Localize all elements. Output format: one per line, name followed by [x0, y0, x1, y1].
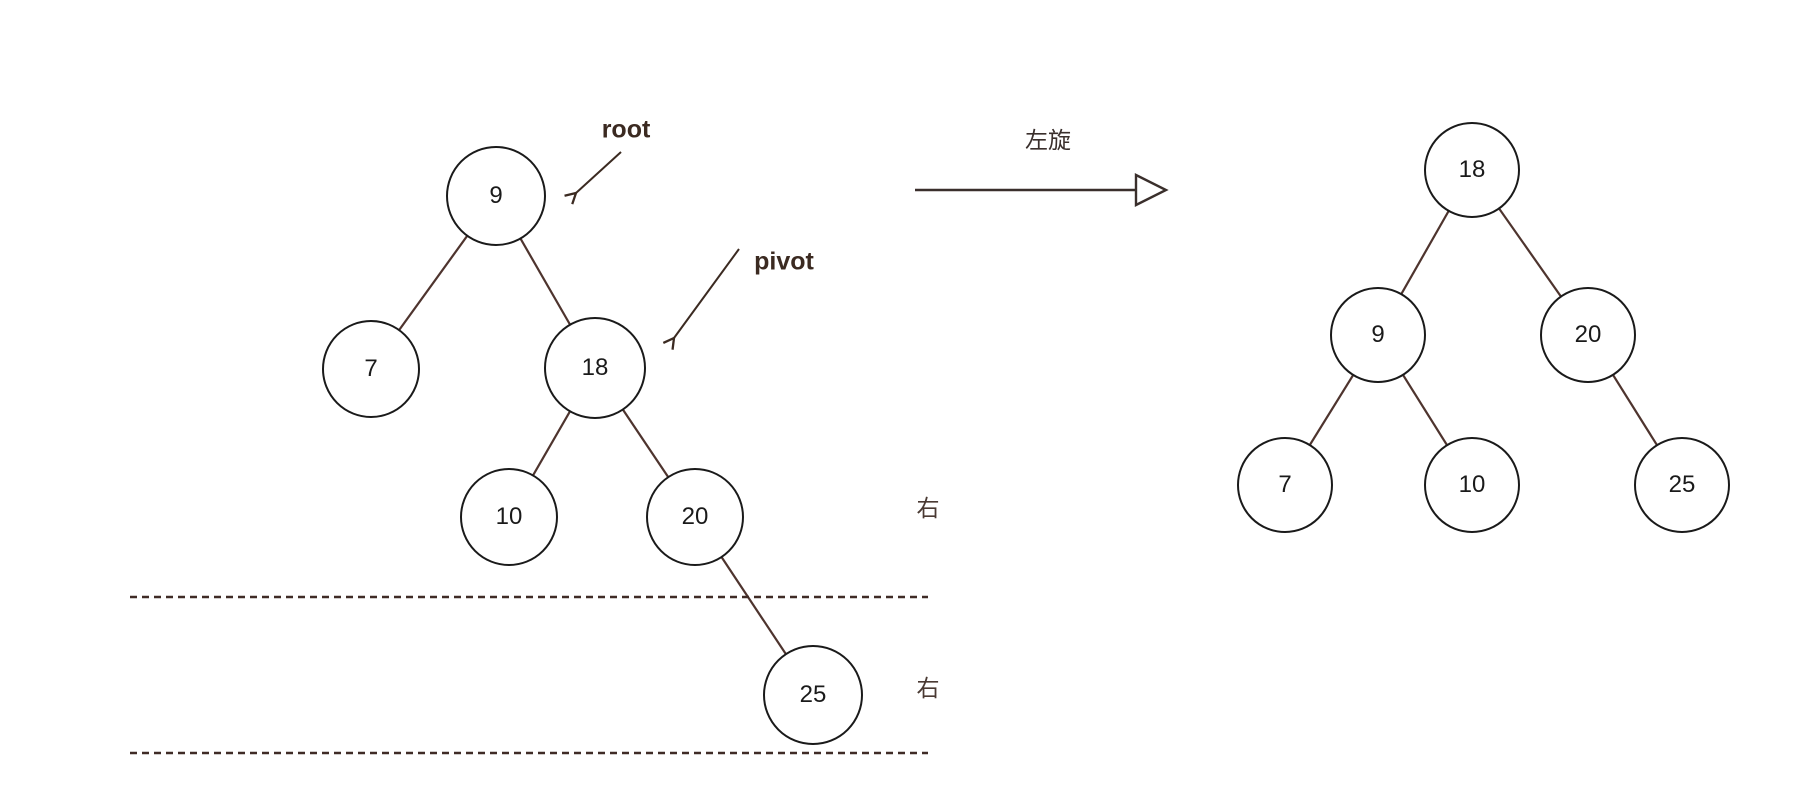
- node-before-20-value: 20: [681, 503, 709, 530]
- node-before-9: 9: [446, 146, 546, 246]
- right-label-lower: 右: [916, 675, 940, 701]
- root-label: root: [601, 115, 651, 144]
- node-before-25-value: 25: [799, 681, 827, 708]
- node-before-18: 18: [544, 317, 646, 419]
- node-after-10-value: 10: [1458, 471, 1486, 498]
- node-after-7: 7: [1237, 437, 1333, 533]
- right-label-upper: 右: [916, 495, 940, 521]
- pivot-label: pivot: [754, 247, 814, 276]
- node-after-20-value: 20: [1574, 321, 1602, 348]
- root-arrow: [576, 151, 622, 193]
- tree-before-edges: [370, 195, 814, 696]
- node-before-10-value: 10: [495, 503, 523, 530]
- rotation-arrow: [915, 173, 1169, 207]
- pivot-arrow: [674, 248, 740, 338]
- node-after-25: 25: [1634, 437, 1730, 533]
- rotation-label: 左旋: [1025, 127, 1071, 153]
- node-after-18: 18: [1424, 122, 1520, 218]
- node-before-18-value: 18: [581, 354, 609, 381]
- node-after-9-value: 9: [1371, 321, 1385, 348]
- node-before-7: 7: [322, 320, 420, 418]
- node-before-25: 25: [763, 645, 863, 745]
- node-before-9-value: 9: [489, 182, 503, 209]
- node-after-25-value: 25: [1668, 471, 1696, 498]
- node-after-7-value: 7: [1278, 471, 1292, 498]
- node-before-20: 20: [646, 468, 744, 566]
- node-after-20: 20: [1540, 287, 1636, 383]
- rotation-arrow-head: [1134, 173, 1169, 207]
- dashed-separators: [130, 595, 928, 755]
- node-after-9: 9: [1330, 287, 1426, 383]
- node-after-10: 10: [1424, 437, 1520, 533]
- node-before-10: 10: [460, 468, 558, 566]
- node-after-18-value: 18: [1458, 156, 1486, 183]
- node-before-7-value: 7: [364, 355, 378, 382]
